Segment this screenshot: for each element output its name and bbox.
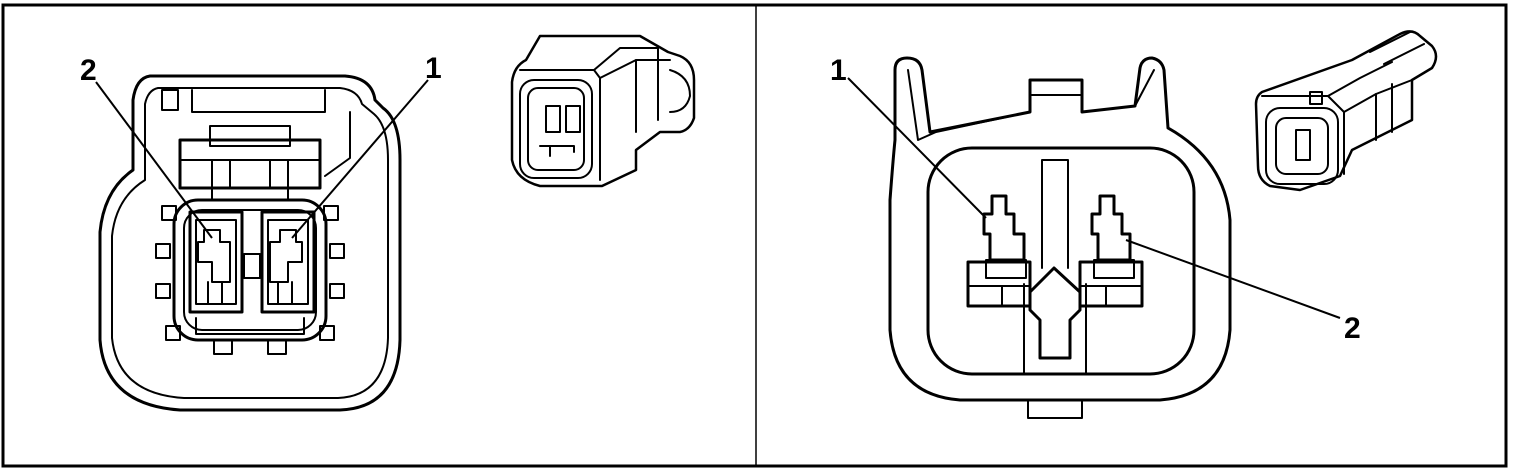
peg: [155, 283, 171, 299]
center-divider: [1041, 159, 1069, 269]
peg: [323, 205, 339, 221]
cavity-surround-inner: [183, 209, 317, 331]
iso-face-inner: [1275, 117, 1329, 175]
housing-outer: [888, 56, 1232, 402]
latch-side: [324, 111, 351, 177]
terminal-2: [197, 229, 231, 283]
terminal-cavity-1: [260, 210, 316, 314]
figure-border: [1, 3, 1508, 468]
callout-label-1: 1: [425, 52, 442, 85]
housing-inner: [926, 146, 1196, 376]
terminal-1-contact: [982, 194, 1026, 262]
latch-tab-left: [161, 89, 179, 111]
bottom-key: [1027, 399, 1083, 419]
peg: [165, 325, 181, 341]
latch-frame: [191, 89, 326, 113]
terminal-1-cavity: [966, 260, 1032, 308]
right-connector-isometric: [1254, 30, 1438, 192]
iso-lock-tab: [1309, 91, 1323, 105]
cavity-inner: [195, 219, 237, 305]
iso-rear-bulge: [669, 69, 691, 113]
lock-ramp: [209, 125, 291, 147]
iso-terminal: [565, 105, 581, 133]
callout-label-2: 2: [80, 54, 97, 87]
terminal-1: [966, 194, 1032, 308]
lock-block: [178, 138, 322, 190]
housing-top-detail: [907, 69, 1155, 141]
cavity-base: [195, 317, 305, 335]
housing-inner: [111, 87, 389, 399]
iso-ribs: [635, 47, 659, 133]
cavity-wall: [260, 210, 316, 314]
terminal-2-cavity: [1078, 260, 1144, 308]
right-panel: 1 2: [830, 30, 1438, 419]
cavity-inner: [267, 219, 309, 305]
key-rails: [1023, 283, 1087, 375]
left-connector-isometric: [510, 34, 696, 188]
iso-face-edge: [1261, 95, 1345, 175]
lock-ribs: [211, 159, 289, 201]
cavity-wall: [188, 210, 244, 314]
cavity-surround: [172, 198, 328, 342]
iso-key: [539, 145, 575, 157]
callout-label-1: 1: [830, 54, 847, 87]
iso-face: [519, 79, 593, 179]
iso-face-inner: [527, 87, 585, 171]
left-panel: 2 1: [80, 34, 696, 412]
housing-outer: [98, 74, 402, 412]
callout-label-2: 2: [1344, 312, 1361, 345]
peg: [155, 243, 171, 259]
iso-face-edge: [519, 69, 601, 181]
center-key: [243, 253, 261, 279]
iso-body: [510, 34, 696, 188]
leader-line-2: [95, 81, 213, 239]
iso-terminal: [545, 105, 561, 133]
peg: [329, 283, 345, 299]
iso-cable-lines: [1369, 31, 1425, 65]
peg: [267, 339, 287, 355]
peg: [329, 243, 345, 259]
peg: [161, 205, 177, 221]
terminal-2-contact: [1090, 194, 1132, 262]
left-connector-face: [98, 74, 402, 412]
center-key: [1028, 266, 1082, 360]
terminal-1: [269, 229, 303, 283]
leader-line-2: [1125, 239, 1341, 319]
peg: [213, 339, 233, 355]
terminal-2-crimp: [1093, 259, 1135, 279]
iso-ribs: [1375, 83, 1393, 141]
terminal-1-crimp: [985, 259, 1027, 279]
leader-line-1: [291, 79, 429, 239]
terminal-2: [1078, 194, 1144, 308]
iso-cavity: [1295, 129, 1311, 161]
iso-face: [1265, 107, 1339, 185]
leader-line-1: [847, 77, 987, 219]
terminal-cavity-2: [188, 210, 244, 314]
right-connector-face: [888, 56, 1232, 419]
peg: [319, 325, 335, 341]
